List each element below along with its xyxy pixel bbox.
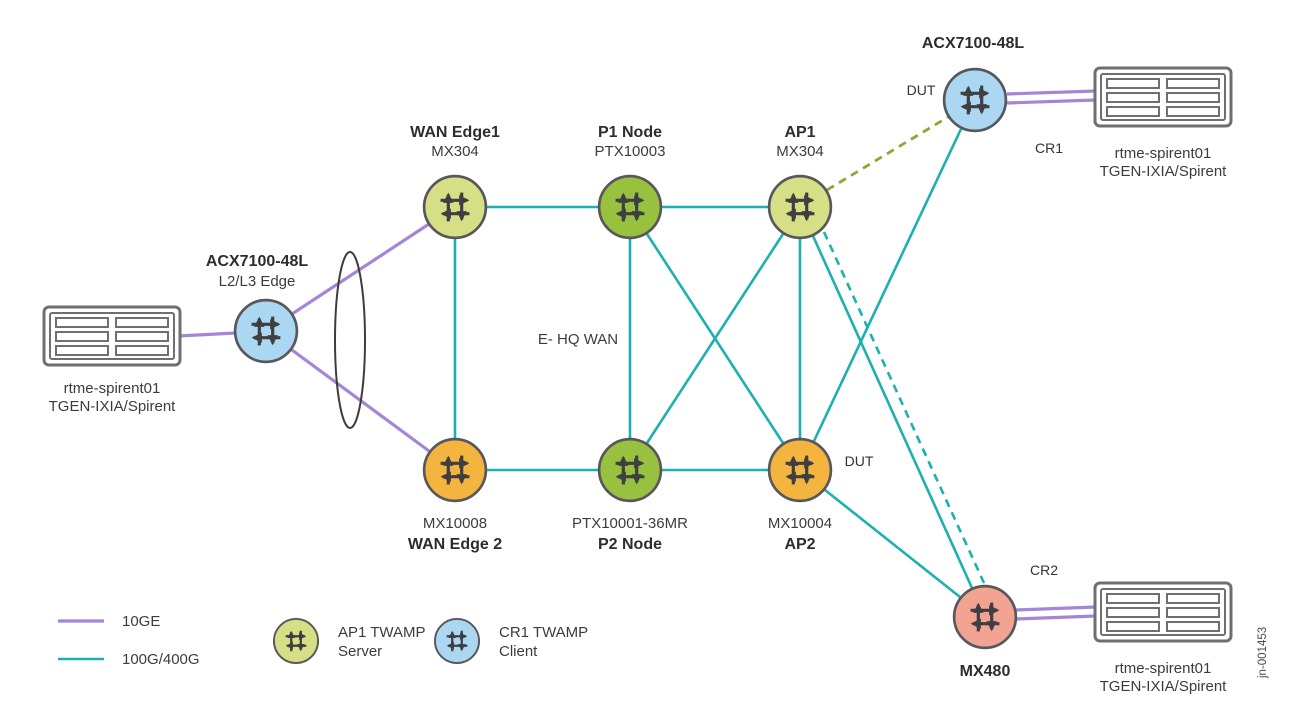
link-cr1-tgen-10ge-b (1006, 98, 1097, 105)
tgen-left-icon (42, 305, 182, 367)
mx480-title: MX480 (960, 663, 1011, 680)
wan-cloud-label: E- HQ WAN (538, 331, 618, 348)
tgen-bottom-right-icon (1093, 581, 1233, 643)
links (177, 89, 1097, 621)
wan-edge2-router-icon (424, 439, 486, 501)
legend-cr1-router-icon (435, 619, 479, 663)
legend-100g-label: 100G/400G (122, 651, 200, 668)
link-ap1-cr1-dashed (826, 115, 949, 192)
tgen-left-label-2: TGEN-IXIA/Spirent (49, 398, 177, 415)
wan-edge2-model: MX10008 (423, 515, 487, 532)
labels: rtme-spirent01 TGEN-IXIA/Spirent ACX7100… (49, 35, 1228, 695)
legend: 10GE 100G/400G AP1 TWAMP Server CR1 TWAM… (58, 613, 588, 668)
tgen-top-right-icon (1093, 66, 1233, 128)
ap1-title: AP1 (784, 124, 815, 141)
wan-edge1-title: WAN Edge1 (410, 124, 500, 141)
legend-10ge-label: 10GE (122, 613, 160, 630)
legend-ap1-router-icon (274, 619, 318, 663)
l2l3-edge-title: ACX7100-48L (206, 253, 309, 270)
p1-router-icon (599, 176, 661, 238)
tgen-bottom-right-label-1: rtme-spirent01 (1115, 660, 1212, 677)
link-p2-ap1 (645, 233, 785, 444)
link-ap2-cr2 (824, 488, 961, 599)
link-tgen-edge-10ge (177, 331, 237, 338)
mx480-cr2-port: CR2 (1030, 562, 1058, 578)
acx-dut-router-icon (944, 69, 1006, 131)
link-aggregation-ellipse (334, 251, 366, 429)
link-ap2-cr1 (812, 128, 963, 442)
legend-cr1-label-2: Client (499, 643, 538, 660)
p1-title: P1 Node (598, 124, 662, 141)
wan-edge1-model: MX304 (431, 143, 479, 160)
link-ap1-cr2-dashed (822, 231, 986, 584)
acx-dut-tag: DUT (907, 82, 936, 98)
ap1-model: MX304 (776, 143, 824, 160)
link-cr2-tgen-10ge-a (1015, 605, 1097, 612)
tgen-top-right-label-1: rtme-spirent01 (1115, 145, 1212, 162)
mx480-router-icon (954, 586, 1016, 648)
link-cr1-tgen-10ge-a (1006, 89, 1097, 96)
tgen-bottom-right-label-2: TGEN-IXIA/Spirent (1100, 678, 1228, 695)
link-edge-wanedge1-10ge (291, 222, 430, 316)
acx-cr1-port: CR1 (1035, 140, 1063, 156)
wan-edge2-title: WAN Edge 2 (408, 536, 502, 553)
p2-router-icon (599, 439, 661, 501)
legend-ap1-label-1: AP1 TWAMP (338, 624, 426, 641)
figure-id: jn-001453 (1257, 627, 1269, 679)
wan-edge1-router-icon (424, 176, 486, 238)
tgen-top-right-label-2: TGEN-IXIA/Spirent (1100, 163, 1228, 180)
p1-model: PTX10003 (595, 143, 666, 160)
link-ap1-cr2 (811, 235, 974, 589)
ap2-title: AP2 (784, 536, 815, 553)
tgen-left-label-1: rtme-spirent01 (64, 380, 161, 397)
ap2-dut-tag: DUT (845, 453, 874, 469)
ap2-model: MX10004 (768, 515, 832, 532)
legend-cr1-label-1: CR1 TWAMP (499, 624, 588, 641)
l2l3-edge-subtitle: L2/L3 Edge (219, 273, 296, 290)
l2l3-edge-router-icon (235, 300, 297, 362)
legend-ap1-label-2: Server (338, 643, 382, 660)
p2-model: PTX10001-36MR (572, 515, 688, 532)
acx-dut-title: ACX7100-48L (922, 35, 1025, 52)
ap1-router-icon (769, 176, 831, 238)
p2-title: P2 Node (598, 536, 662, 553)
ap2-router-icon (769, 439, 831, 501)
link-cr2-tgen-10ge-b (1015, 614, 1097, 621)
